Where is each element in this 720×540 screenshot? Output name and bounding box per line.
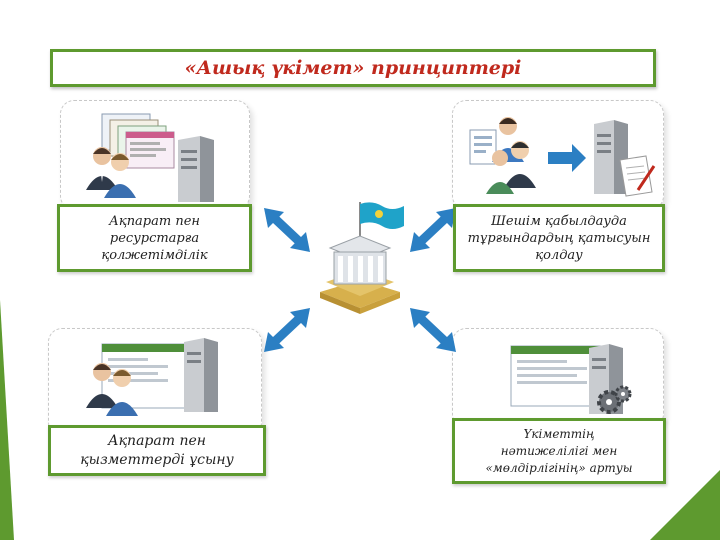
principle-label-line: Үкіметтің — [523, 426, 595, 441]
bottom-right-green-corner-decoration — [650, 470, 720, 540]
principle-label-line: ресурстарға — [109, 230, 200, 246]
principle-label-line: қолдау — [535, 247, 583, 263]
principle-label-line: «мөлдірлігінің» артуы — [485, 460, 633, 475]
webpage-server-gears-icon — [505, 338, 635, 418]
double-arrow-top-left-icon — [262, 206, 312, 256]
principle-label-participation: Шешім қабылдауда тұрғындардың қатысуын қ… — [453, 204, 665, 272]
users-arrow-server-document-icon — [460, 110, 660, 200]
principle-label-transparency: Үкіметтің нәтижелілігі мен «мөлдірлігіні… — [452, 418, 666, 484]
principle-label-line: Ақпарат пен — [108, 213, 200, 229]
principle-label-line: Ақпарат пен — [107, 432, 206, 449]
users-documents-server-icon — [80, 110, 220, 205]
double-arrow-bottom-left-icon — [262, 306, 312, 356]
principle-label-line: қолжетімділік — [101, 247, 208, 263]
double-arrow-top-right-icon — [408, 206, 458, 256]
principle-label-services: Ақпарат пен қызметтерді ұсыну — [48, 425, 266, 476]
page-title: «Ашық үкімет» принциптері — [184, 57, 522, 79]
users-webpage-server-icon — [80, 338, 230, 418]
title-box: «Ашық үкімет» принциптері — [50, 49, 656, 87]
principle-label-line: тұрғындардың қатысуын — [467, 230, 651, 246]
principle-label-line: нәтижелілігі мен — [500, 443, 618, 458]
principle-label-line: Шешім қабылдауда — [491, 213, 627, 229]
principle-label-access: Ақпарат пен ресурстарға қолжетімділік — [57, 204, 252, 272]
left-green-stripe-decoration — [0, 300, 22, 540]
government-building-with-kazakhstan-flag-icon — [300, 196, 420, 316]
double-arrow-bottom-right-icon — [408, 306, 458, 356]
principle-label-line: қызметтерді ұсыну — [80, 451, 234, 468]
